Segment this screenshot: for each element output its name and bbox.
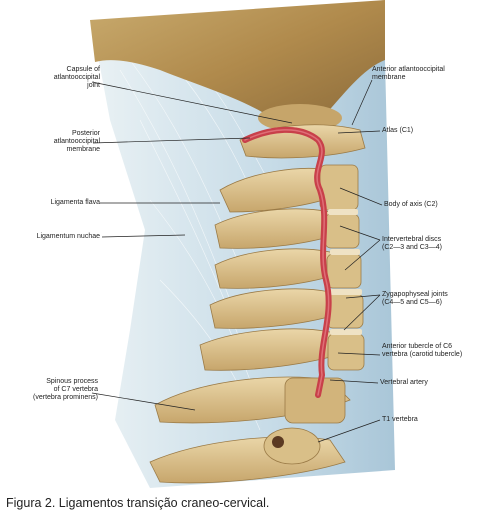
vertebra-c7	[154, 376, 351, 424]
occipital-bone	[90, 0, 385, 130]
label-zygapophyseal-joints: Zygapophyseal joints (C4—5 and C5—6)	[382, 291, 448, 306]
label-ligamentum-nuchae: Ligamentum nuchae	[36, 233, 100, 240]
label-t1-vertebra: T1 vertebra	[382, 416, 418, 423]
label-anterior-membrane: Anterior atlantooccipital membrane	[372, 66, 445, 81]
vertebra-c6	[199, 328, 365, 371]
label-posterior-membrane: Posterior atlantooccipital membrane	[53, 130, 100, 153]
label-body-of-axis-c2: Body of axis (C2)	[384, 201, 438, 208]
label-spinous-process-c7: Spinous process of C7 vertebra (vertebra…	[33, 378, 98, 401]
label-capsule: Capsule of atlantooccipital joint	[53, 66, 100, 89]
vertebral-column	[149, 124, 366, 484]
vertebra-t1	[149, 427, 346, 484]
label-ligamenta-flava: Ligamenta flava	[50, 199, 100, 206]
vertebra-c5	[209, 288, 364, 329]
label-vertebral-artery: Vertebral artery	[380, 379, 428, 386]
label-atlas-c1: Atlas (C1)	[382, 127, 414, 134]
label-anterior-tubercle-c6: Anterior tubercle of C6 vertebra (caroti…	[382, 343, 463, 358]
vertebra-c4	[214, 248, 362, 289]
label-intervertebral-discs: Intervertebral discs (C2—3 and C3—4)	[382, 236, 442, 251]
figure-caption: Figura 2. Ligamentos transição craneo-ce…	[6, 496, 270, 510]
vertebra-c3	[214, 208, 360, 249]
intervertebral-discs	[328, 209, 362, 335]
leader-lines	[91, 79, 383, 443]
